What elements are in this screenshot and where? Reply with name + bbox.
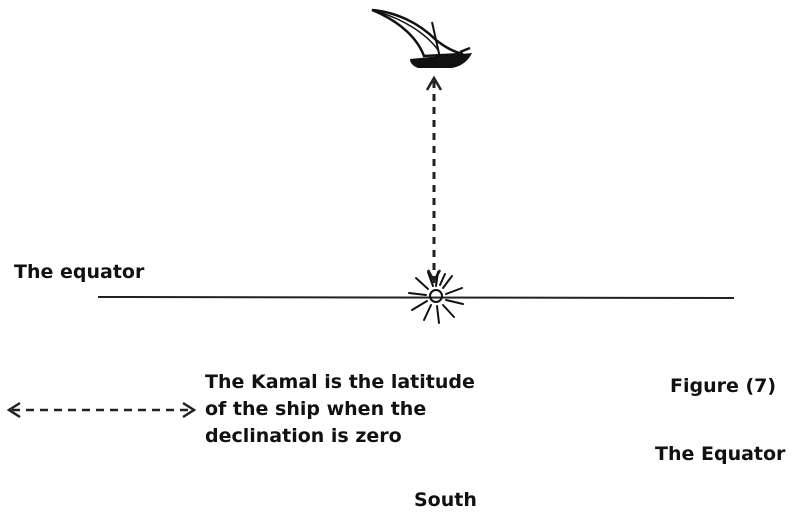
figure-number: Figure (7): [670, 375, 777, 397]
kamal-description: The Kamal is the latitude of the ship wh…: [205, 369, 475, 450]
sun-icon: [408, 271, 464, 324]
kamal-line-2: of the ship when the: [205, 398, 427, 420]
legend-arrow-right: [182, 401, 197, 419]
equator-label: The equator: [14, 261, 145, 283]
arrow-head-up: [425, 75, 443, 91]
equator-line: [97, 296, 735, 299]
sailboat-icon: [371, 8, 472, 68]
south-label: South: [414, 489, 477, 511]
kamal-line-1: The Kamal is the latitude: [205, 371, 475, 393]
figure-title: The Equator: [655, 443, 786, 465]
legend-arrow-left: [6, 401, 21, 419]
kamal-line-3: declination is zero: [205, 425, 402, 447]
